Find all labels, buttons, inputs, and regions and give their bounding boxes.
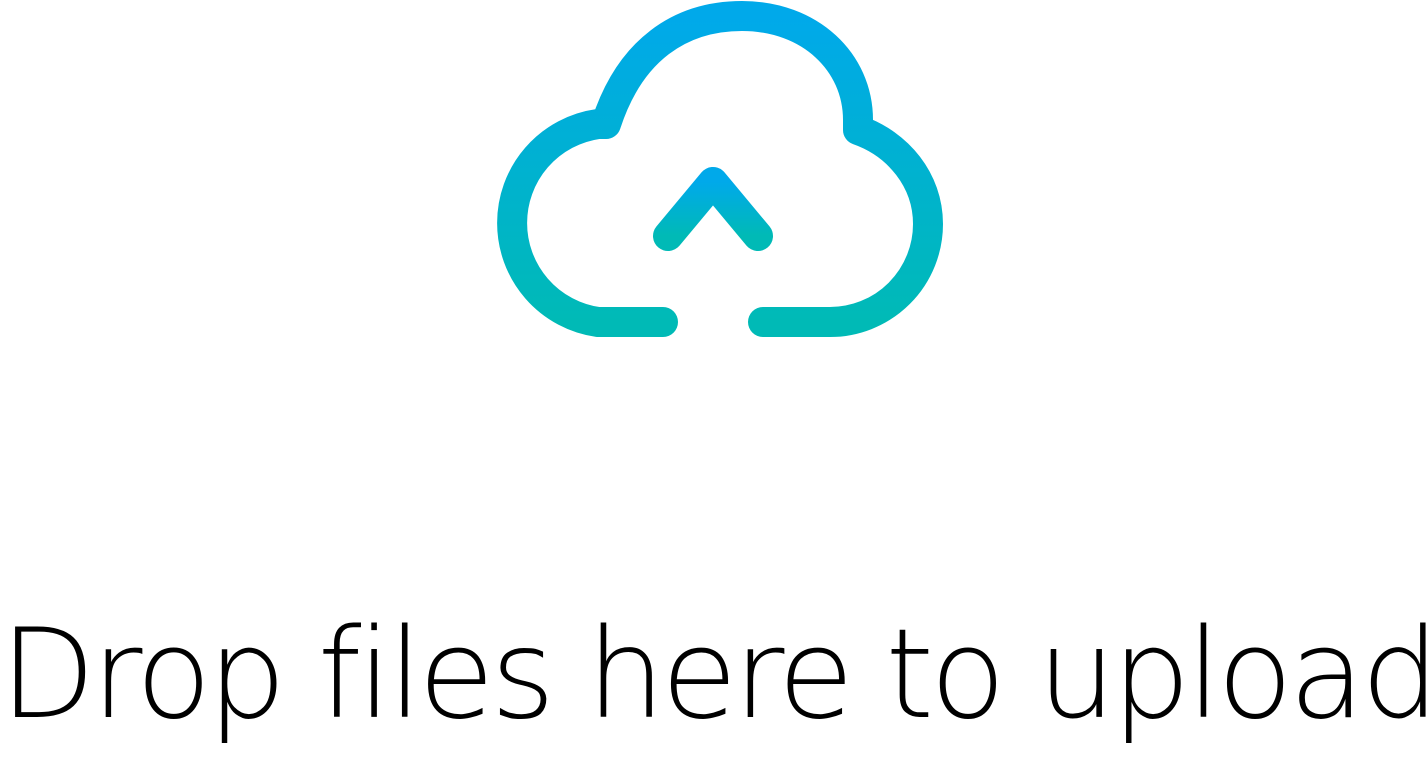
cloud-upload-icon (497, 1, 943, 373)
drop-files-label: Drop files here to upload (0, 603, 1426, 747)
